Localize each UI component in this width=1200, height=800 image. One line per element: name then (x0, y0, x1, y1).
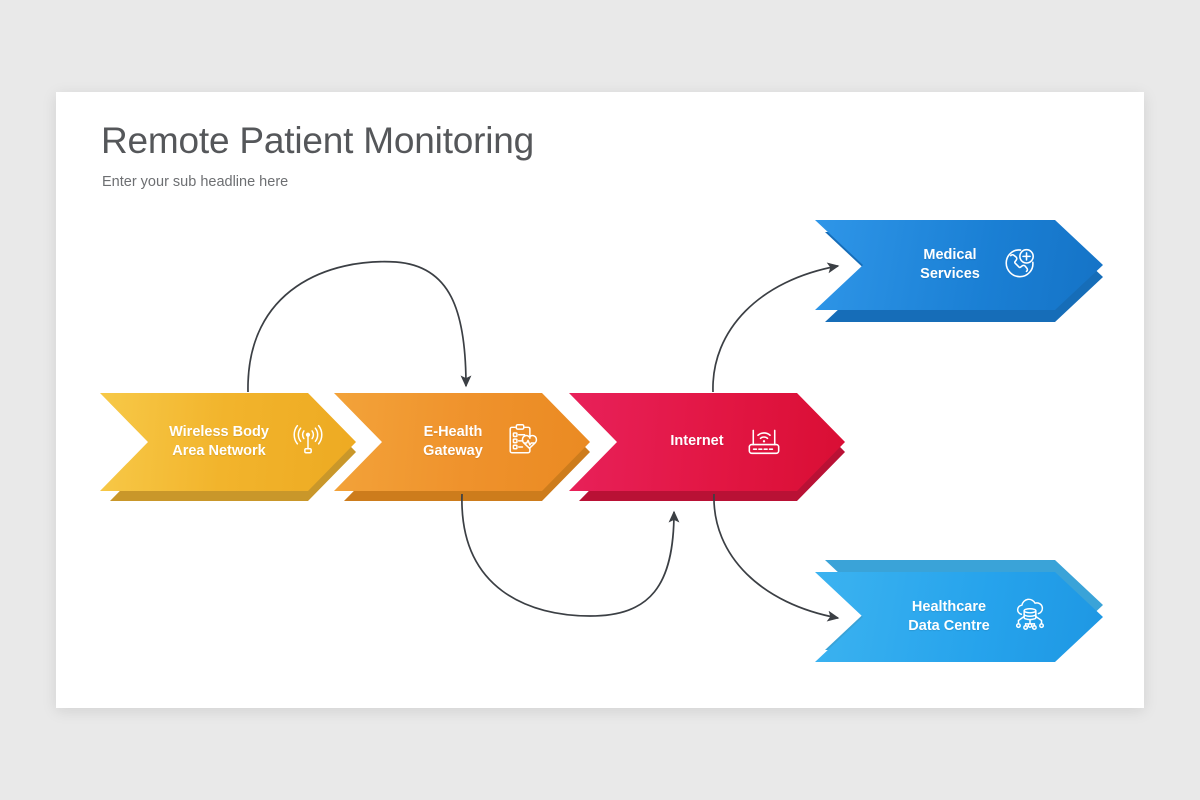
node-label: Healthcare Data Centre (908, 598, 990, 634)
page-title: Remote Patient Monitoring (101, 120, 535, 161)
node-healthcare-data-centre[interactable]: Healthcare Data Centre (815, 572, 1103, 662)
page-subtitle: Enter your sub headline here (102, 174, 289, 190)
node-label: Medical Services (920, 246, 980, 282)
node-label: Internet (670, 433, 724, 450)
node-label: Wireless Body Area Network (169, 423, 269, 459)
node-face (815, 572, 1103, 662)
wifi-router-icon (742, 418, 786, 467)
node-medical-services[interactable]: Medical Services (815, 220, 1103, 310)
cloud-database-network-icon (1008, 593, 1052, 642)
node-e-health-gateway[interactable]: E-Health Gateway (334, 393, 590, 491)
node-wireless-body-area-network[interactable]: Wireless Body Area Network (100, 393, 356, 491)
node-label: E-Health Gateway (423, 423, 483, 459)
node-face (815, 220, 1103, 310)
phone-medical-cross-icon (998, 242, 1040, 289)
node-internet[interactable]: Internet (569, 393, 845, 491)
clipboard-heart-icon (501, 419, 543, 466)
antenna-broadcast-icon (287, 419, 329, 466)
